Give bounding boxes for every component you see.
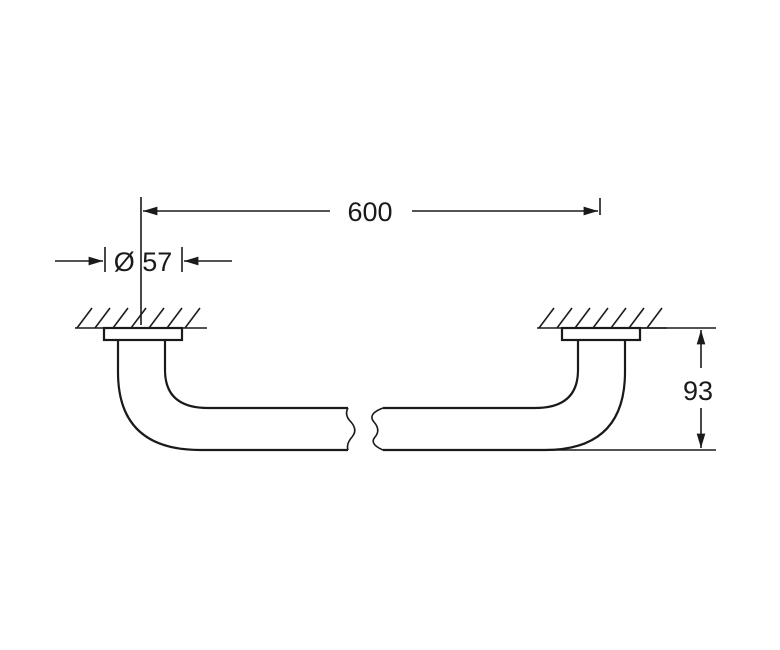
bar-left-section: [116, 340, 356, 452]
length-dimension: 600: [140, 197, 601, 325]
projection-label: 93: [683, 376, 713, 406]
projection-dimension: 93: [545, 327, 716, 451]
bar-right-section: [371, 340, 627, 452]
left-wall-hatching: [75, 307, 207, 329]
left-rosette: [102, 326, 184, 342]
right-wall-hatching: [537, 307, 667, 329]
length-label: 600: [347, 197, 392, 227]
bar-break-right: [371, 407, 384, 451]
right-rosette: [560, 326, 642, 342]
bar-break-left: [345, 407, 356, 451]
diameter-label: Ø 57: [114, 247, 173, 277]
diameter-dimension: Ø 57: [55, 247, 232, 277]
